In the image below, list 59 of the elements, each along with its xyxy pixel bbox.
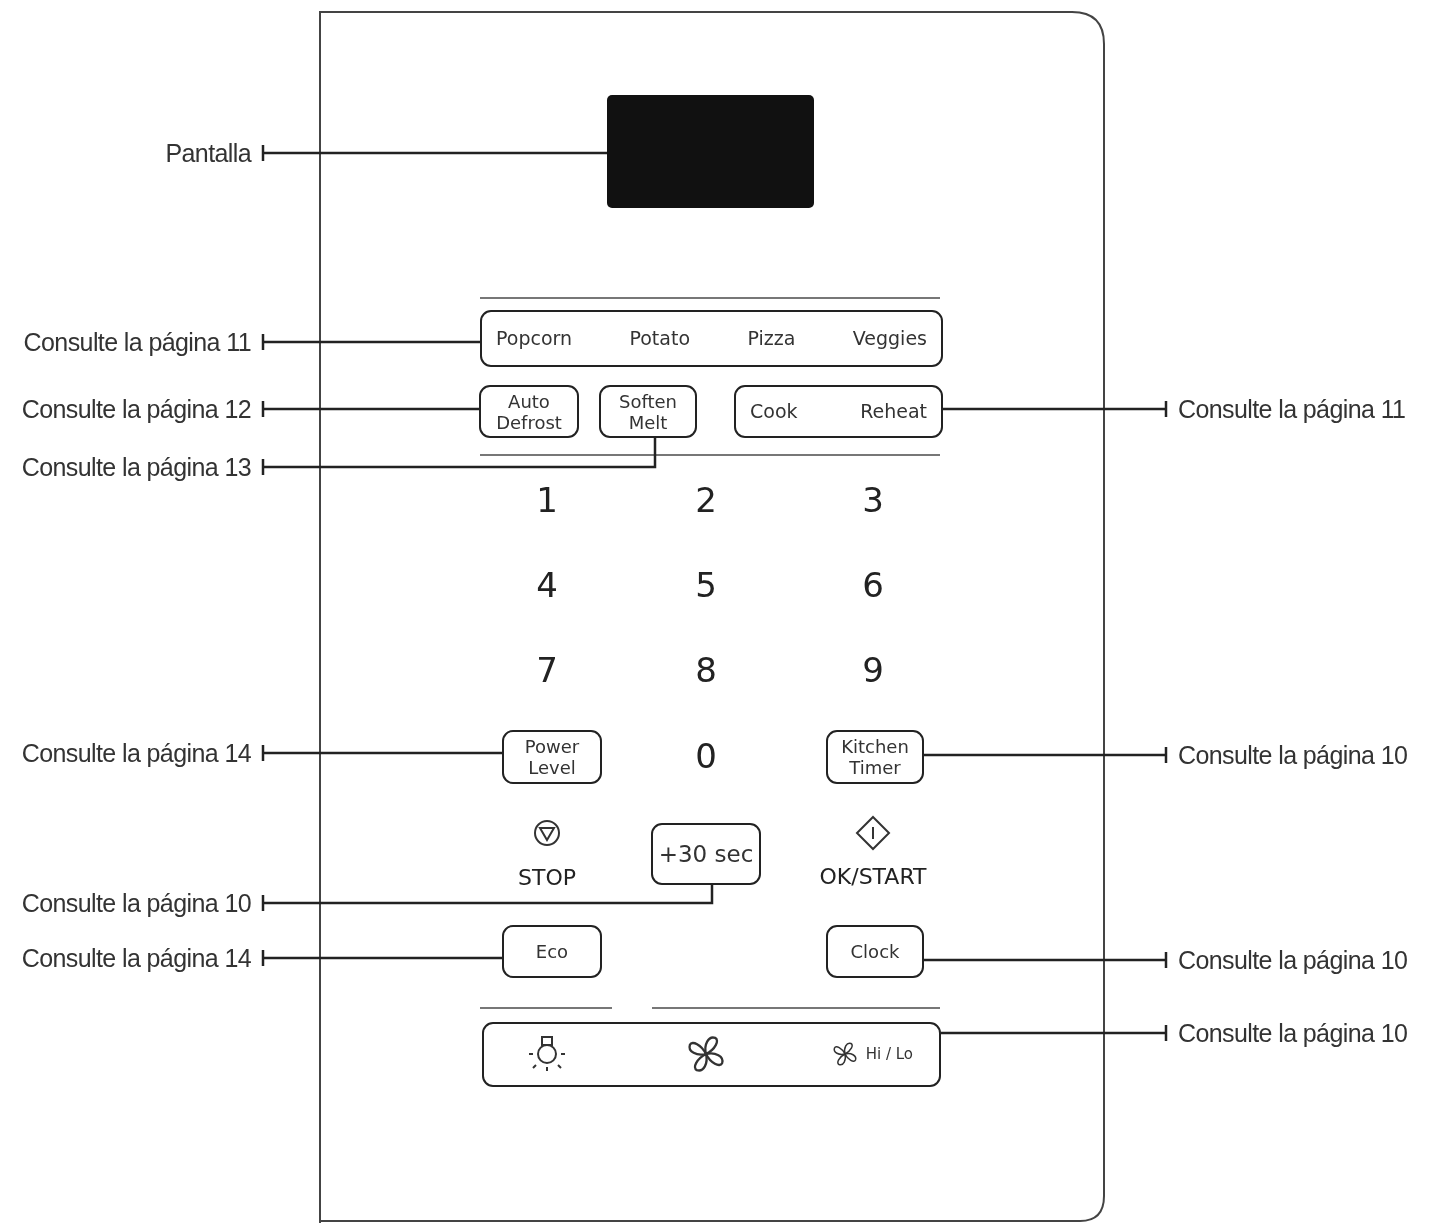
callout-text: Consulte la página 11 [23,327,251,357]
panel-button [502,925,602,978]
keypad-digit: 0 [695,736,717,776]
key-label: STOP [518,864,576,890]
button-label: Hi / Lo [865,1044,913,1065]
callout-text: Consulte la página 10 [1178,740,1408,770]
button-label: Power Level [523,736,581,778]
keypad-digit: 9 [862,650,884,690]
leader-line [261,948,502,968]
callout-text: Consulte la página 12 [21,394,251,424]
leader-line [924,950,1168,970]
panel-button [826,730,924,784]
button-label: Clock [850,941,900,962]
callout-text: Consulte la página 14 [21,738,251,768]
callout-text: Consulte la página 13 [21,452,251,482]
panel-button [479,385,579,438]
leader-line [261,143,607,163]
button-label: Cook [750,401,798,422]
leader-line [943,399,1168,419]
keypad-digit: 1 [536,480,558,520]
keypad-digit: 5 [695,565,717,605]
leader-line [261,332,480,352]
callout-text: Consulte la página 11 [1178,394,1406,424]
keypad-digit: 3 [862,480,884,520]
button-label: Auto Defrost [495,390,563,433]
callout-text: Consulte la página 10 [1178,1018,1408,1048]
button-label: Soften Melt [618,390,678,433]
leader-line [941,1023,1168,1043]
keypad-digit: 2 [695,480,717,520]
panel-button [502,730,602,784]
callout-text: Pantalla [165,138,251,168]
keypad-digit: 7 [536,650,558,690]
panel-button [651,823,761,885]
callout-text: Consulte la página 10 [1178,945,1408,975]
display-screen [607,95,814,208]
leader-line [924,745,1168,765]
callout-text: Consulte la página 14 [21,943,251,973]
panel-button [599,385,697,438]
leader-line [261,399,479,419]
keypad-digit: 6 [862,565,884,605]
leader-line [261,438,657,477]
button-label: Popcorn [496,328,573,349]
button-label: +30 sec [658,843,754,865]
button-label: Eco [535,941,569,962]
button-group [734,385,943,438]
panel-button [826,925,924,978]
callout-text: Consulte la página 10 [21,888,251,918]
leader-line [261,743,502,763]
button-group [480,310,943,367]
button-label: Reheat [860,401,927,422]
keypad-digit: 4 [536,565,558,605]
button-label: Pizza [747,328,796,349]
keypad-digit: 8 [695,650,717,690]
fan-light-button-strip [482,1022,941,1087]
button-label: Kitchen Timer [840,736,910,778]
key-label: OK/START [819,863,927,889]
leader-line [261,885,714,913]
button-label: Potato [629,328,691,349]
button-label: Veggies [852,328,927,349]
